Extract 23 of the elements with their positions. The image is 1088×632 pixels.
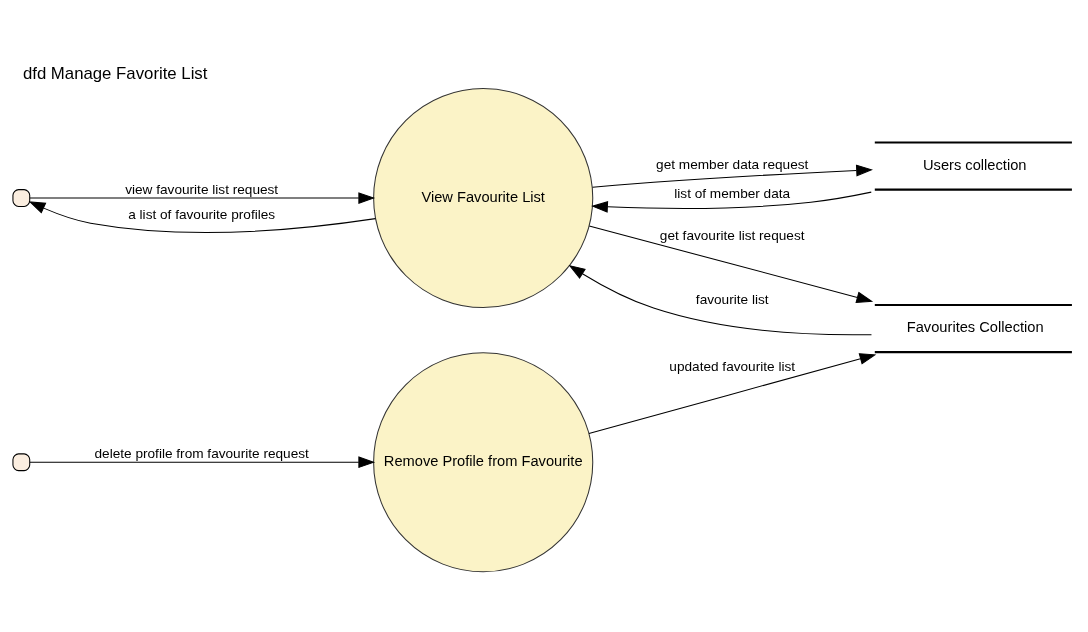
diagram-title: dfd Manage Favorite List [22, 63, 208, 83]
arrow [591, 191, 872, 213]
node-circle: Remove Profile from Favourite [373, 351, 594, 572]
arrow [568, 264, 872, 335]
edge-label: delete profile from favourite request [94, 445, 309, 461]
arrow [29, 455, 376, 468]
arrow [588, 224, 874, 303]
edge-label: view favourite list request [125, 181, 279, 197]
edge-label: get member data request [656, 156, 809, 172]
arrow [28, 200, 376, 233]
edge-label: updated favourite list [669, 358, 796, 374]
edge-label: list of member data [674, 185, 791, 201]
node-text: Users collection [923, 156, 1027, 173]
node-circle: View Favourite List [373, 87, 594, 308]
edge-label: get favourite list request [659, 227, 805, 243]
edge-label: favourite list [695, 291, 769, 307]
edge-label: a list of favourite profiles [128, 206, 276, 222]
node-box [12, 452, 31, 471]
arrow [588, 352, 877, 434]
arrow [592, 164, 873, 188]
node-text: Favourites Collection [906, 318, 1044, 335]
arrow [29, 191, 376, 204]
node-box [12, 188, 31, 207]
